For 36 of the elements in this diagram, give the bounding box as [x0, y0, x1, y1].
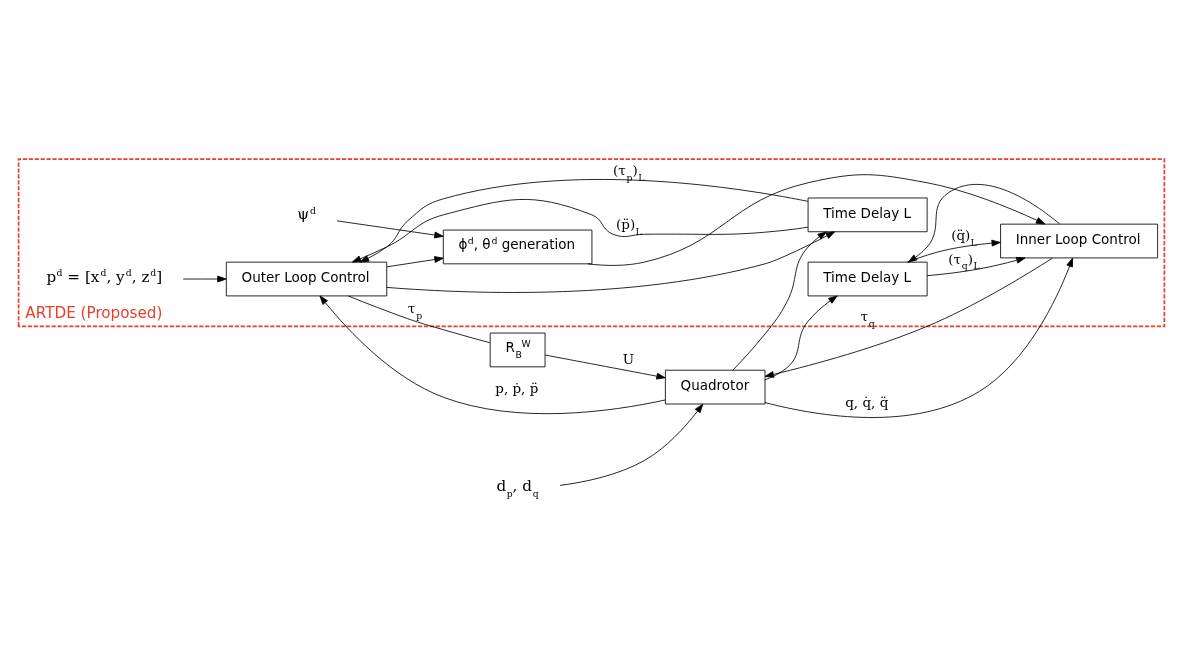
arrow [359, 178, 809, 262]
arrow [764, 257, 1053, 378]
arrow [386, 255, 444, 267]
node-box: Quadrotor [664, 369, 766, 404]
edge-label: τ$_{p}$ [407, 299, 423, 321]
node-text: p$^{d}$ = [x$^{d}$, y$^{d}$, z$^{d}$] [46, 266, 163, 286]
arrow [926, 256, 1026, 276]
arrow [906, 239, 1001, 263]
edge-label: p, ṗ, p̈ [495, 379, 539, 396]
arrow [559, 403, 704, 486]
arrow [351, 198, 809, 262]
node-text: ψ$^{d}$ [297, 204, 316, 223]
arrow [336, 219, 444, 238]
edge-label: q, q̇, q̈ [845, 393, 889, 410]
arrow [587, 173, 1046, 266]
arrow [544, 354, 666, 380]
arrow [764, 257, 1073, 418]
arrow [319, 295, 666, 414]
arrow [764, 295, 838, 380]
edge-label: τ$_{q}$ [860, 307, 875, 329]
arrow [908, 183, 1061, 263]
node-box: Time Delay L [807, 197, 928, 232]
edge-label: (τ$_{p}$)$_{L}$ [613, 161, 645, 183]
node-text: d$_{p}$, d$_{q}$ [496, 476, 539, 499]
node-box: ϕ$^{d}$, θ$^{d}$ generation [442, 229, 593, 264]
arrow [386, 230, 836, 293]
edge-label: (τ$_{q}$)$_{L}$ [948, 250, 980, 271]
arrow [182, 275, 227, 282]
connector [347, 295, 491, 343]
node-box: Inner Loop Control [1000, 223, 1159, 258]
node-box: Time Delay L [807, 261, 928, 296]
node-box: Outer Loop Control [225, 261, 388, 296]
edge-label: (p̈)$_{L}$ [615, 215, 642, 237]
arrow [732, 231, 827, 371]
edge-label: (q̈)$_{L}$ [951, 226, 977, 248]
edge-label: U [622, 350, 635, 367]
